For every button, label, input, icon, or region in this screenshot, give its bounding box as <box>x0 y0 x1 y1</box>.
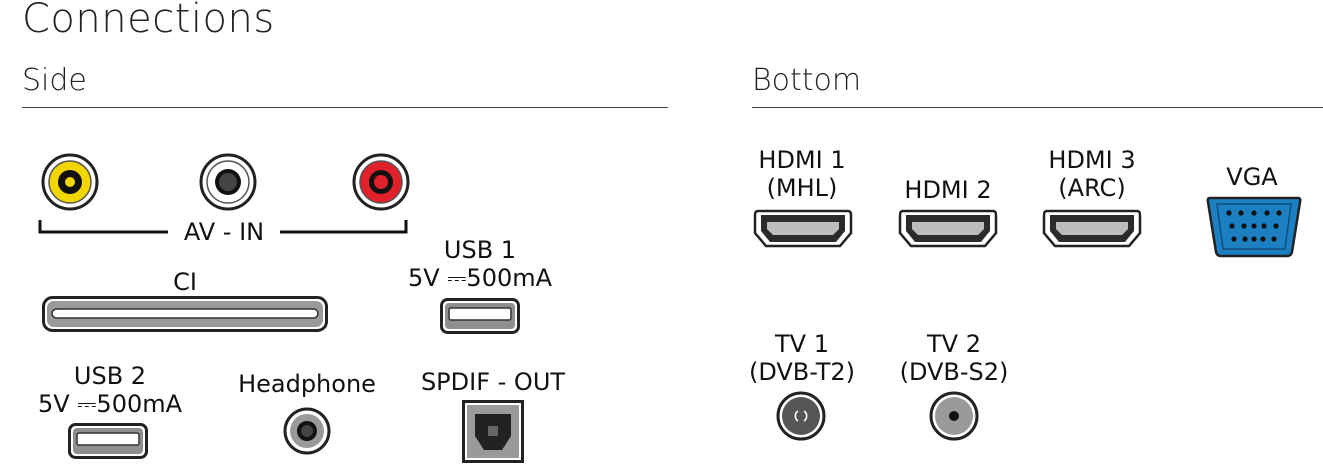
page-title: Connections <box>22 0 275 42</box>
usb2-spec: 5V ⎓500mA <box>37 390 183 418</box>
av-video-jack-icon <box>41 153 99 211</box>
av-audio-right-jack-icon <box>352 153 410 211</box>
tv2-sub: (DVB-S2) <box>899 358 1009 386</box>
hdmi2-port-icon <box>898 209 998 248</box>
side-divider <box>22 107 668 108</box>
bottom-divider <box>752 107 1323 108</box>
section-side-title: Side <box>22 63 87 98</box>
usb2-port-icon <box>68 423 148 459</box>
vga-label: VGA <box>1226 163 1278 191</box>
usb1-spec: 5V ⎓500mA <box>407 264 553 292</box>
av-audio-left-jack-icon <box>199 153 257 211</box>
usb1-name: USB 1 <box>443 236 517 264</box>
av-in-label: AV - IN <box>183 218 265 246</box>
tv1-label-group: TV 1 (DVB-T2) <box>742 330 862 386</box>
hdmi3-name: HDMI 3 <box>1048 146 1136 174</box>
usb1-port-icon <box>440 298 520 334</box>
usb2-name: USB 2 <box>73 362 147 390</box>
hdmi3-port-icon <box>1042 209 1142 248</box>
tv2-satellite-port-icon <box>929 391 979 441</box>
av-in-bracket <box>38 220 408 234</box>
tv1-sub: (DVB-T2) <box>748 358 856 386</box>
section-bottom-title: Bottom <box>752 63 862 98</box>
hdmi1-label-group: HDMI 1 (MHL) <box>742 146 862 202</box>
tv1-name: TV 1 <box>775 330 829 358</box>
vga-port-icon <box>1206 196 1302 258</box>
tv2-name: TV 2 <box>927 330 981 358</box>
headphone-jack-icon <box>283 407 331 455</box>
spdif-label: SPDIF - OUT <box>420 368 566 396</box>
hdmi2-label: HDMI 2 <box>904 176 992 204</box>
hdmi1-name: HDMI 1 <box>758 146 846 174</box>
usb2-label-group: USB 2 5V ⎓500mA <box>30 362 190 418</box>
tv2-label-group: TV 2 (DVB-S2) <box>894 330 1014 386</box>
spdif-optical-port-icon <box>462 400 524 463</box>
hdmi1-port-icon <box>753 209 853 248</box>
hdmi3-label-group: HDMI 3 (ARC) <box>1032 146 1152 202</box>
ci-slot-icon <box>42 296 328 332</box>
hdmi1-sub: (MHL) <box>766 174 838 202</box>
ci-label: CI <box>173 268 197 296</box>
tv1-antenna-port-icon <box>776 391 826 441</box>
hdmi3-sub: (ARC) <box>1058 174 1126 202</box>
headphone-label: Headphone <box>238 370 376 398</box>
usb1-label-group: USB 1 5V ⎓500mA <box>400 236 560 292</box>
